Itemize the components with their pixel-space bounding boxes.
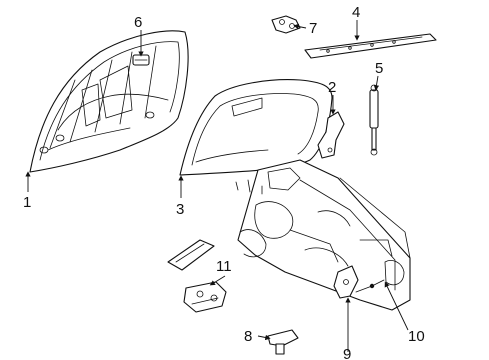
hood-latch bbox=[183, 281, 227, 313]
callout-3: 3 bbox=[176, 201, 184, 218]
callout-6: 6 bbox=[134, 14, 142, 31]
hood-panel bbox=[29, 30, 189, 173]
callout-2: 2 bbox=[328, 79, 336, 96]
bumper-clip bbox=[267, 329, 299, 355]
callout-11: 11 bbox=[216, 258, 232, 275]
hood-latch-part bbox=[132, 54, 150, 66]
hood-insulator bbox=[179, 79, 333, 176]
callout-8: 8 bbox=[244, 328, 252, 345]
hood-hinge bbox=[317, 111, 345, 159]
lower-bracket bbox=[167, 239, 215, 271]
release-cable bbox=[355, 279, 385, 293]
callout-9: 9 bbox=[343, 346, 351, 360]
callout-1: 1 bbox=[23, 194, 31, 211]
weatherstrip-bar bbox=[304, 33, 437, 59]
leader-lines bbox=[25, 20, 409, 352]
gas-strut bbox=[369, 84, 379, 156]
clip-part bbox=[271, 15, 301, 34]
engine-compartment bbox=[235, 159, 411, 311]
latch-release bbox=[333, 265, 359, 299]
callout-7: 7 bbox=[309, 20, 317, 37]
callout-5: 5 bbox=[375, 60, 383, 77]
callout-4: 4 bbox=[352, 4, 360, 21]
callout-10: 10 bbox=[408, 328, 425, 345]
